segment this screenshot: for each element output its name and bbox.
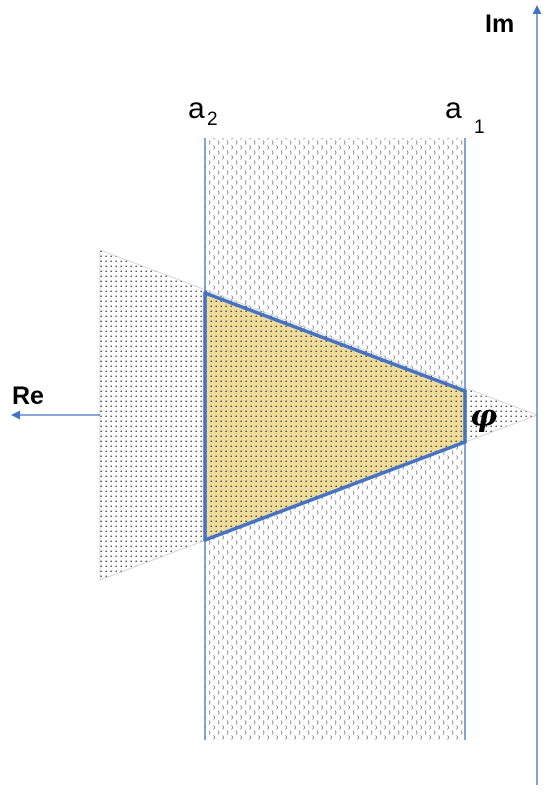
overlap-dots <box>205 293 465 540</box>
boundary-subscript-a2: 2 <box>207 109 218 130</box>
overlap-edge-bottom <box>203 440 467 542</box>
boundary-label-a2: a <box>188 92 205 125</box>
imaginary-axis-label: Im <box>485 10 514 38</box>
boundary-subscript-a1: 1 <box>474 117 485 138</box>
angle-label-phi: φ <box>470 399 497 434</box>
real-axis-label: Re <box>12 382 44 410</box>
overlap-edge-top <box>203 291 467 393</box>
boundary-label-a1: a <box>445 92 462 125</box>
